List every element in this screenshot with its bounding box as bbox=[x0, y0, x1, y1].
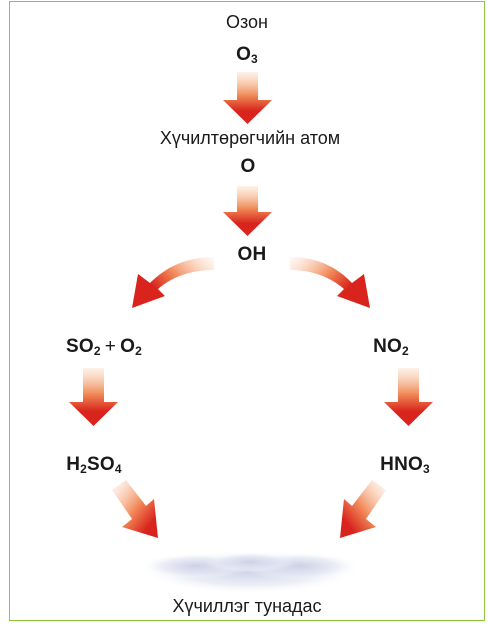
no2-formula: NO2 bbox=[373, 336, 409, 358]
arrow-no2-to-hno3 bbox=[384, 368, 433, 426]
arrow-hno3-to-acid-rain bbox=[340, 480, 386, 538]
arrow-atom-to-hydroxyl bbox=[223, 186, 272, 236]
arrow-hydroxyl-to-so2 bbox=[132, 257, 214, 308]
so2-plus-o2: SO2+O2 bbox=[66, 336, 142, 358]
atomic-oxygen-formula: O bbox=[240, 156, 256, 177]
hydroxyl-formula: OH bbox=[237, 244, 267, 265]
acid-rain-cloud bbox=[140, 550, 360, 594]
acid-rain-label: Хүчиллэг тунадас bbox=[172, 596, 322, 616]
hno3-formula: HNO3 bbox=[380, 454, 430, 476]
arrow-so2-to-h2so4 bbox=[69, 368, 118, 426]
arrow-hydroxyl-to-no2 bbox=[290, 257, 370, 308]
arrow-ozone-to-atom bbox=[223, 72, 272, 124]
arrow-h2so4-to-acid-rain bbox=[112, 480, 158, 538]
ozone-label: Озон bbox=[225, 12, 269, 32]
atomic-oxygen-label: Хүчилтөрөгчийн атом bbox=[159, 128, 341, 148]
h2so4-formula: H2SO4 bbox=[66, 454, 122, 476]
ozone-formula: O3 bbox=[236, 44, 258, 66]
